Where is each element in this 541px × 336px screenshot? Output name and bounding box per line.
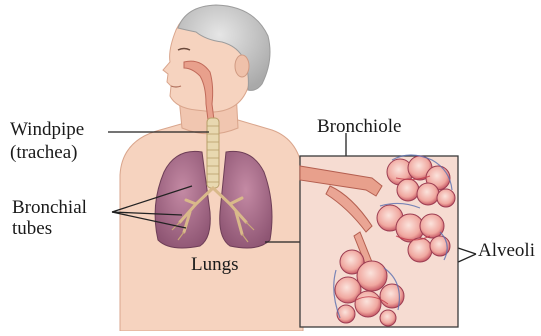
ear — [235, 55, 249, 77]
bronchiole-label: Bronchiole — [317, 117, 401, 137]
lungs-label: Lungs — [191, 255, 239, 275]
bronchial-label: Bronchial — [12, 198, 87, 218]
trachea — [207, 118, 219, 188]
tubes-label: tubes — [12, 219, 52, 239]
alveoli-label: Alveoli — [478, 241, 535, 261]
trachea-label: (trachea) — [10, 143, 78, 163]
windpipe-label: Windpipe — [10, 120, 84, 140]
